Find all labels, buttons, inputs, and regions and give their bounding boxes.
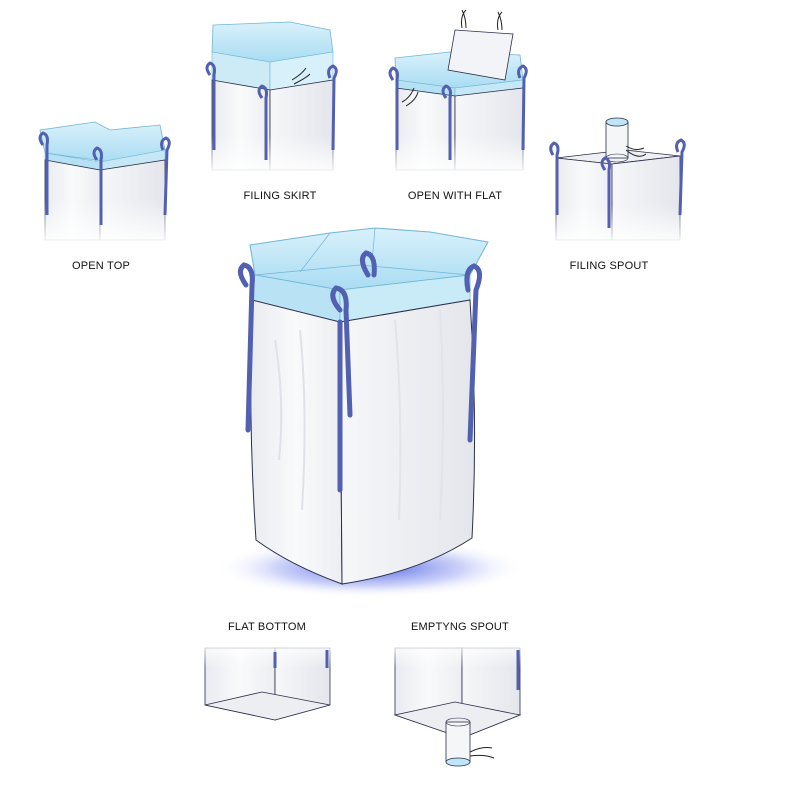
label-open-top: OPEN TOP: [71, 260, 131, 272]
open-top-bag-icon: [35, 121, 175, 245]
open-flap-bag-icon: [385, 9, 535, 175]
filling-spout-bag-icon: [545, 117, 690, 245]
label-emptying-spout: EMPTYNG SPOUT: [411, 621, 509, 633]
label-flat-bottom: FLAT BOTTOM: [228, 621, 306, 633]
label-open-with-flat: OPEN WITH FLAT: [407, 190, 503, 202]
flat-bottom-bag-icon: [195, 640, 340, 721]
label-filing-spout: FILING SPOUT: [569, 260, 649, 272]
bulk-bag-icon: [215, 227, 525, 598]
filling-skirt-bag-icon: [200, 21, 345, 175]
label-filing-skirt: FILING SKIRT: [243, 190, 317, 202]
emptying-spout-bag-icon: [385, 640, 530, 767]
